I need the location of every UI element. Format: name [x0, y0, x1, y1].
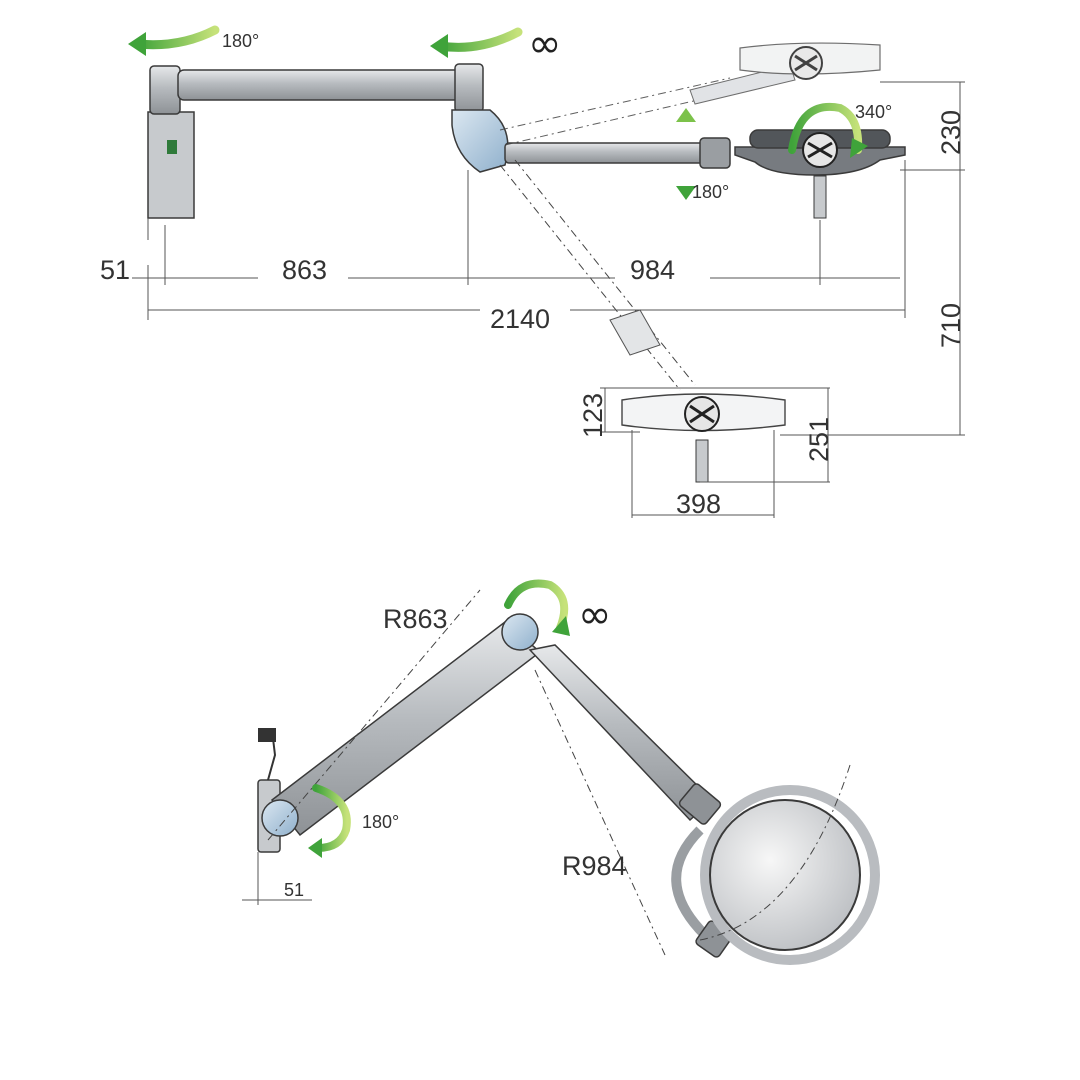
- tilt-arrow: [676, 108, 696, 200]
- yoke-arc: [671, 826, 709, 939]
- top-elbow-joint: [501, 613, 539, 651]
- dim-wall-offset: 51: [100, 255, 130, 285]
- rotation-label-wall: 180°: [222, 31, 259, 51]
- dim-head-width: 398: [676, 489, 721, 519]
- tilt-label: 180°: [692, 182, 729, 202]
- light-head-lower-ghost: [499, 159, 786, 483]
- top-rotation-arrow-wall: [308, 784, 351, 858]
- dim-vertical: 710: [936, 303, 966, 348]
- top-view: ∞ 180° R863 R984 51: [242, 579, 880, 965]
- rotation-label-joint: ∞: [528, 21, 561, 67]
- spring-arm-end: [699, 137, 731, 169]
- rotation-arrow-joint: [430, 27, 523, 58]
- rotation-label-head: 340°: [855, 102, 892, 122]
- head-outer-ring: [700, 785, 880, 965]
- dim-total: 2140: [490, 304, 550, 334]
- upper-arm: [177, 69, 461, 101]
- top-arm1: [270, 621, 542, 837]
- dim-arm2: 984: [630, 255, 675, 285]
- power-indicator: [167, 140, 177, 154]
- top-dim-wall-offset: 51: [284, 880, 304, 900]
- dim-head-height: 123: [578, 393, 608, 438]
- top-wall-joint: [261, 799, 299, 837]
- top-rotation-label-joint: ∞: [578, 592, 611, 638]
- dim-arm1: 863: [282, 255, 327, 285]
- dim-head-depth: 251: [804, 417, 834, 462]
- rotation-arrow-head: [788, 102, 868, 158]
- light-head-top: [709, 799, 861, 951]
- dim-head-tilt: 230: [936, 110, 966, 155]
- top-rotation-arrow-joint: [504, 579, 570, 636]
- spring-arm: [504, 142, 706, 164]
- upper-arm-joint: [454, 63, 484, 113]
- top-arm2-end: [678, 783, 722, 825]
- light-head-upper-ghost: [499, 42, 881, 146]
- power-plug: [258, 728, 276, 742]
- top-rotation-label-wall: 180°: [362, 812, 399, 832]
- radius-arm2: R984: [562, 851, 627, 881]
- wall-mount: [147, 65, 195, 240]
- radius-arm1: R863: [383, 604, 448, 634]
- rotation-arrow-wall: [128, 25, 220, 56]
- elbow-joint: [451, 109, 509, 173]
- side-view: 180° ∞ 340° 180°: [100, 21, 966, 519]
- top-arm2: [528, 644, 714, 822]
- light-head-middle: [734, 129, 906, 219]
